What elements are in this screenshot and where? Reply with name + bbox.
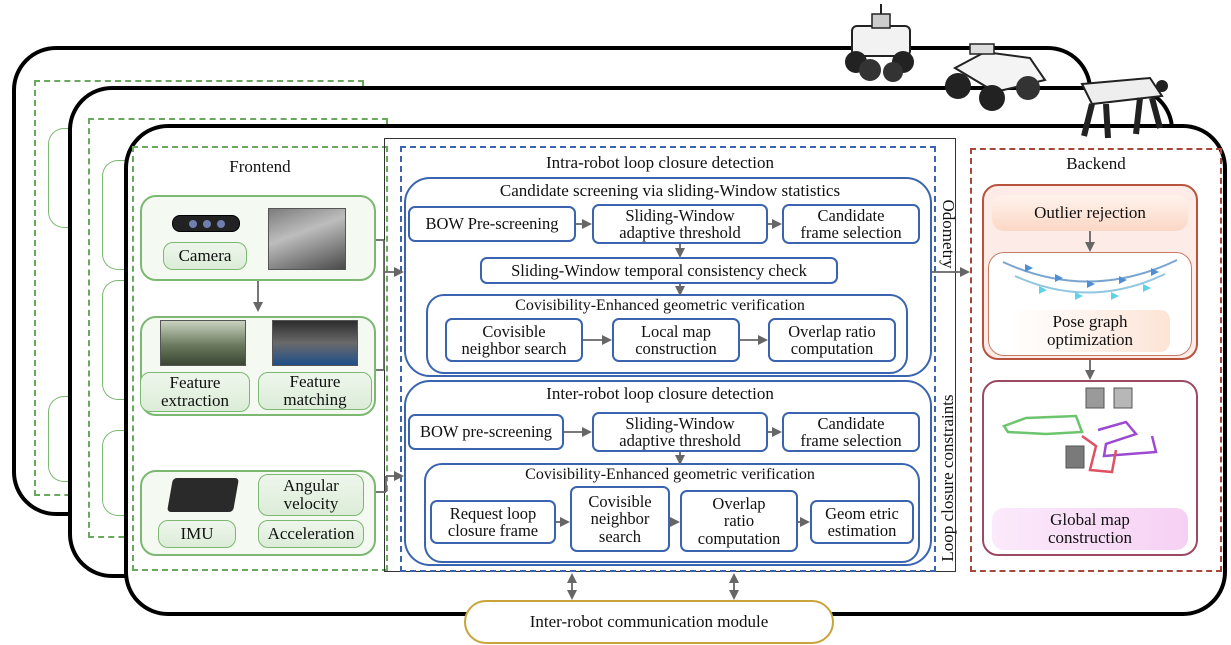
robot-layer-back-tab-1 [48,128,78,228]
camera-image [268,208,346,270]
request-loop-closure-frame: Request loop closure frame [430,500,556,544]
robot-layer-back-tab-2 [48,396,78,482]
acceleration-label: Acceleration [258,520,364,548]
inter-covisibility-title: Covisibility-Enhanced geometric verifica… [525,465,815,483]
feature-extraction-label: Feature extraction [140,372,250,412]
feature-matching-label: Feature matching [258,372,372,410]
temporal-consistency-check: Sliding-Window temporal consistency chec… [480,257,838,284]
outlier-rejection: Outlier rejection [992,195,1188,231]
intra-candidate-frame-selection: Candidate frame selection [782,204,920,244]
camera-label: Camera [163,242,247,270]
imu-label: IMU [158,520,236,548]
camera-sensor-icon [172,215,240,232]
feature-extraction-image [160,320,246,366]
backend-title: Backend [1066,154,1126,174]
wheeled-robot-icon [945,43,1047,111]
candidate-screening-title: Candidate screening via sliding-Window s… [499,181,841,201]
loop-detection-dashed [400,146,936,572]
intra-covisible-neighbor-search: Covisible neighbor search [445,318,583,362]
intra-overlap-ratio: Overlap ratio computation [768,318,896,362]
pose-graph-optimization: Pose graph optimization [1010,310,1170,352]
inter-candidate-frame-selection: Candidate frame selection [782,412,920,452]
quadruped-robot-icon [1080,76,1168,139]
inter-sliding-window-threshold: Sliding-Window adaptive threshold [592,412,768,452]
robot-layer-middle-tab-2 [102,280,132,400]
global-map-visualization [1002,387,1158,474]
inter-bow-prescreening: BOW pre-screening [408,414,564,450]
robot-layer-middle-tab-3 [102,430,132,516]
intra-covisibility-title: Covisibility-Enhanced geometric verifica… [515,296,805,314]
global-map-construction: Global map construction [992,508,1188,550]
geometric-estimation: Geom etric estimation [810,500,914,544]
intra-bow-prescreening: BOW Pre-screening [408,206,576,242]
angular-velocity-label: Angular velocity [258,474,364,516]
robot-layer-middle-tab-1 [102,160,132,270]
inter-title: Inter-robot loop closure detection [546,384,774,404]
inter-overlap-ratio: Overlap ratio computation [680,490,798,552]
intra-title: Intra-robot loop closure detection [545,153,774,173]
backend-region [970,148,1222,572]
ground-robot-icon [845,4,914,82]
intra-sliding-window-threshold: Sliding-Window adaptive threshold [592,204,768,244]
frontend-title: Frontend [229,157,291,177]
inter-covisible-neighbor-search: Covisible neighbor search [570,486,670,552]
local-map-construction: Local map construction [612,318,740,362]
feature-matching-image [272,320,358,366]
pose-graph-visualization [1002,259,1178,300]
frontend-region [132,146,388,571]
inter-robot-communication-module: Inter-robot communication module [464,600,834,644]
